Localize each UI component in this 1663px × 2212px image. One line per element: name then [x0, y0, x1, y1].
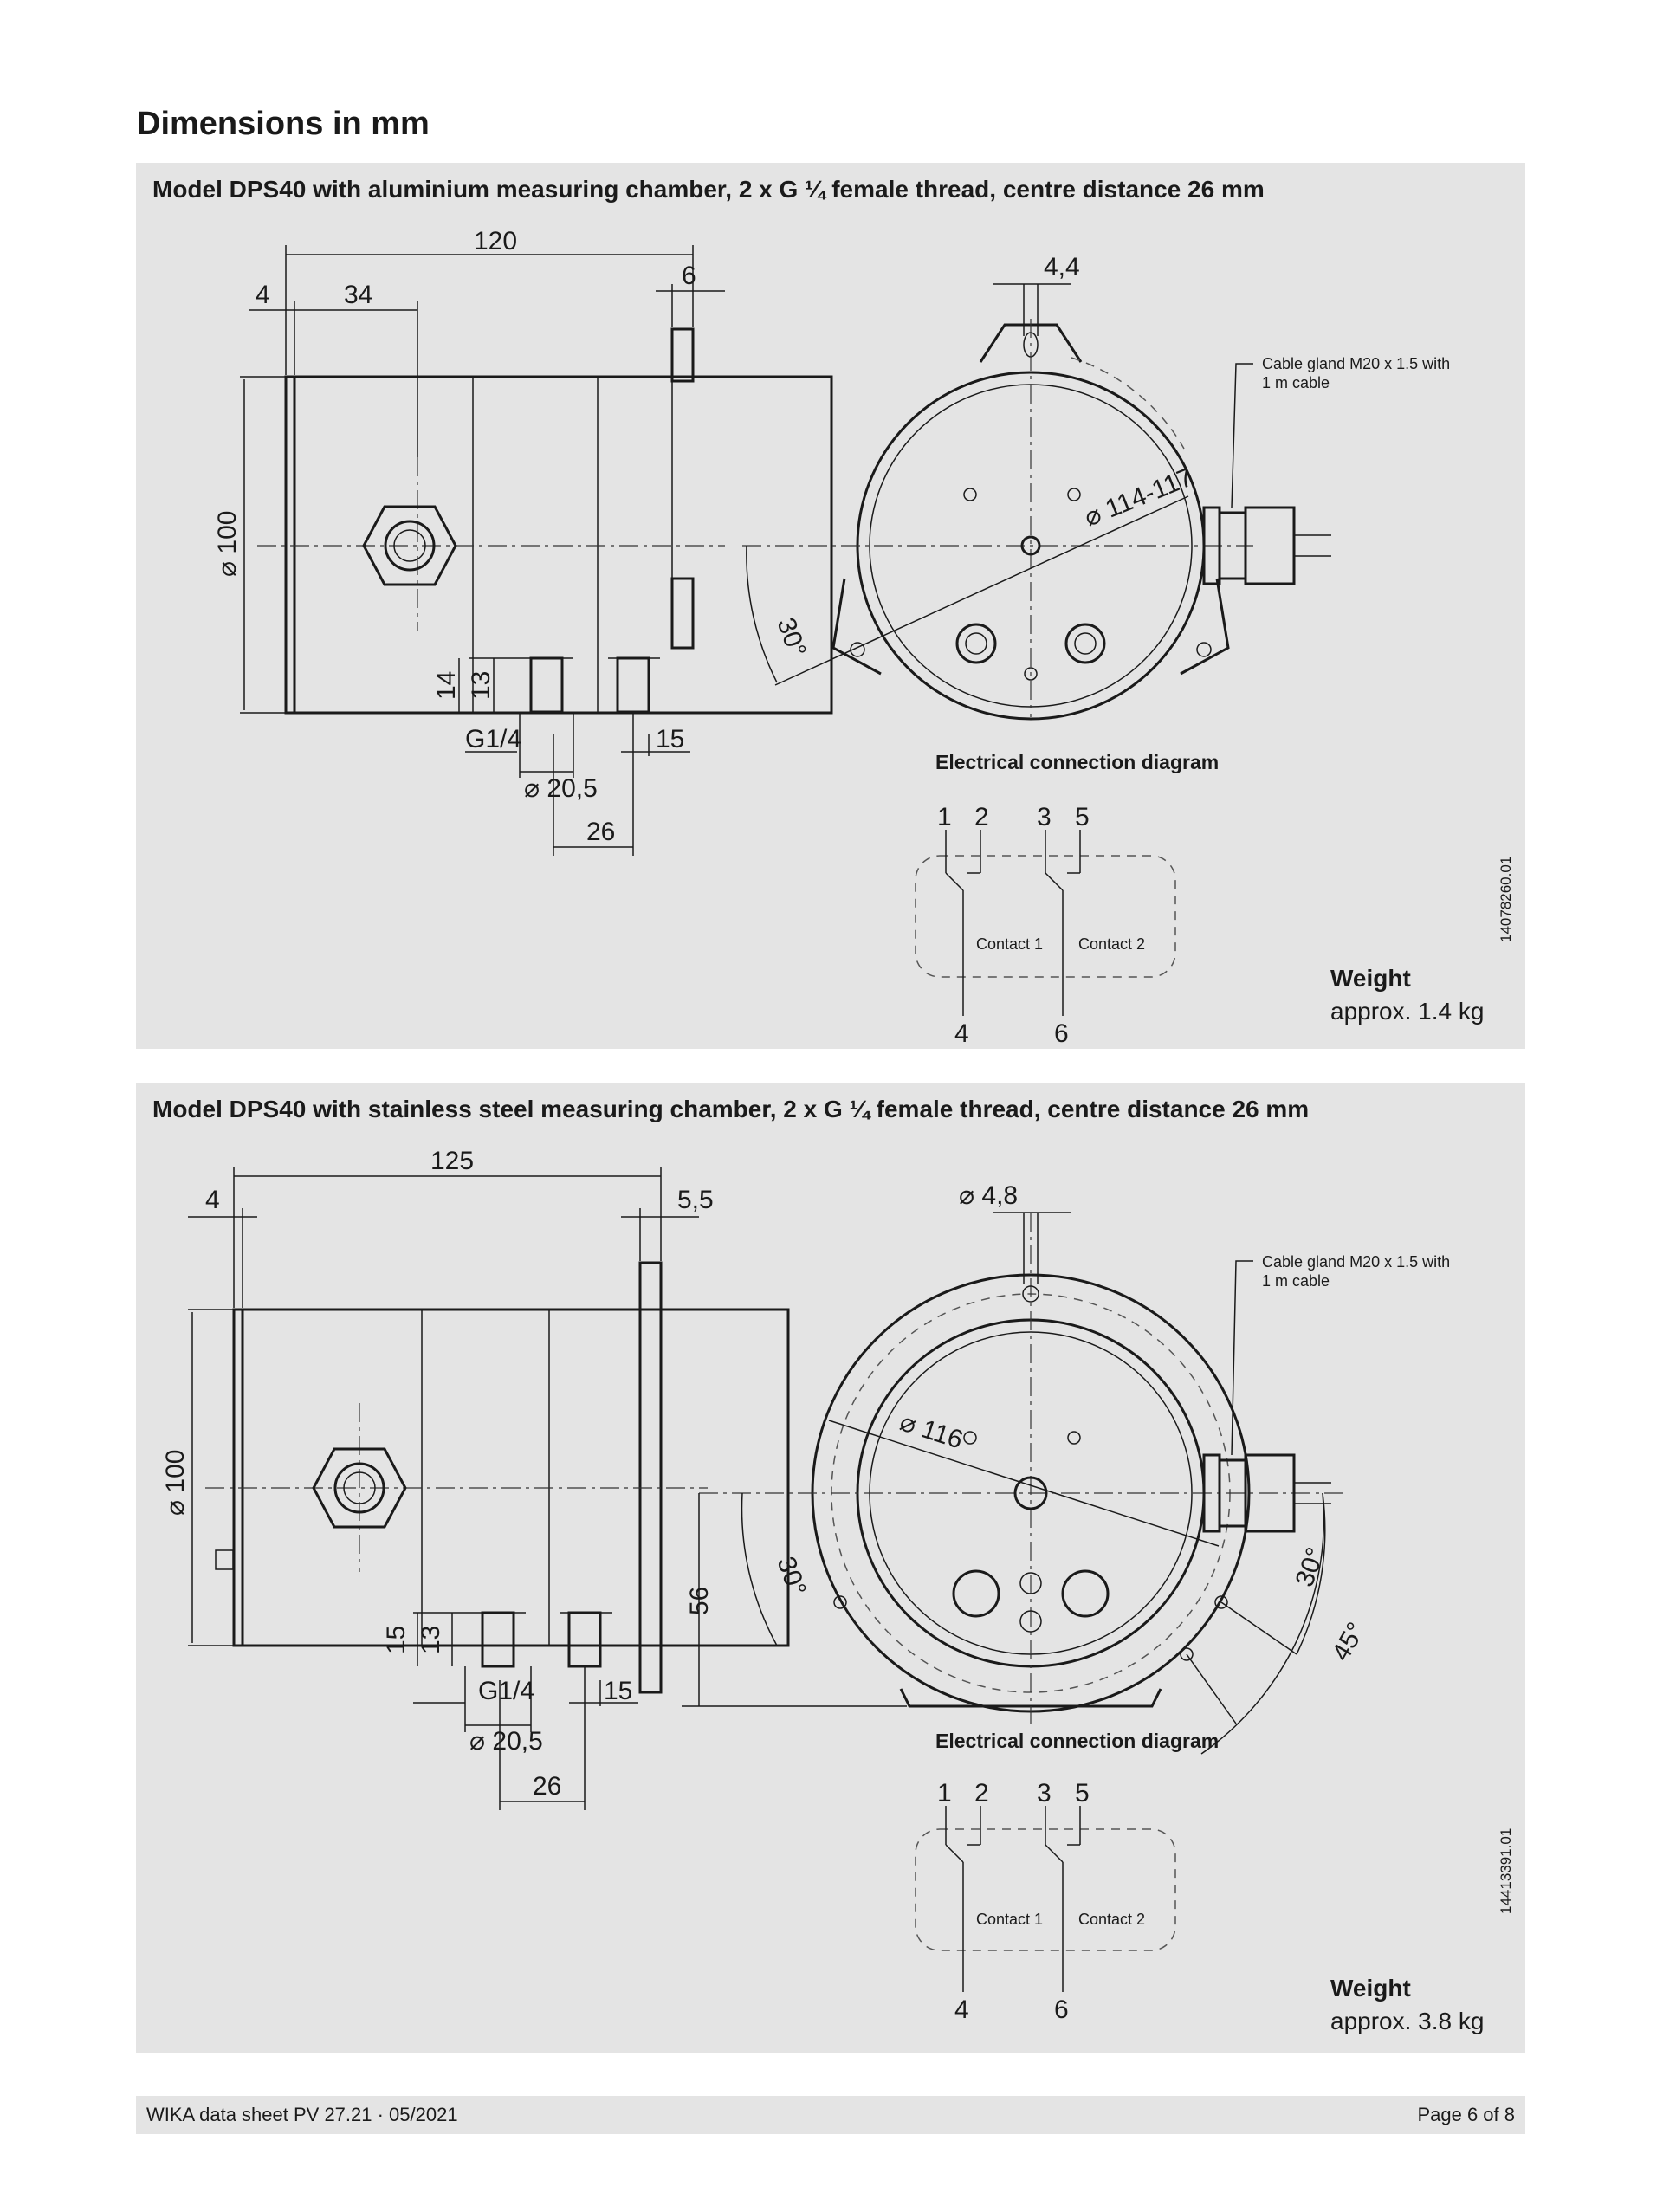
panel-title-aluminium: Model DPS40 with aluminium measuring cha…	[152, 176, 1265, 203]
terminal-2: 2	[974, 1779, 989, 1808]
cable-gland-label-2: 1 m cable	[1262, 374, 1330, 391]
technical-drawing-aluminium: 120 6 4 34 ⌀ 100 14 13 G1/4 15 ⌀ 20,5 26	[213, 227, 1514, 1048]
flange	[638, 1261, 663, 1694]
front-view-aluminium: 4,4 ⌀ 114-117 30° Cable gland M20 x 1.5 …	[742, 253, 1450, 721]
cable-gland-label-2: 1 m cable	[1262, 1272, 1330, 1290]
dim-g14: G1/4	[465, 725, 521, 754]
dim-26: 26	[586, 818, 615, 846]
weight-label: Weight	[1330, 1975, 1411, 2002]
terminal-5: 5	[1075, 803, 1090, 831]
dim-56: 56	[685, 1587, 714, 1615]
weight-label: Weight	[1330, 965, 1411, 992]
dim-13: 13	[467, 671, 495, 700]
technical-drawing-stainless: 125 4 5,5 ⌀ 100 15 13 G1/4 15 ⌀ 20,5 26	[161, 1147, 1514, 2024]
dim-120: 120	[474, 227, 517, 255]
drawing-panel-aluminium: Model DPS40 with aluminium measuring cha…	[136, 163, 1525, 1049]
contact-1-label: Contact 1	[976, 935, 1043, 953]
cable-gland-label-1: Cable gland M20 x 1.5 with	[1262, 355, 1450, 372]
dim-15-vertical: 15	[382, 1626, 411, 1654]
footer: WIKA data sheet PV 27.21 · 05/2021 Page …	[136, 2096, 1525, 2134]
weight-value: approx. 1.4 kg	[1330, 998, 1485, 1025]
terminal-3: 3	[1037, 1779, 1052, 1808]
side-view-stainless: 125 4 5,5 ⌀ 100 15 13 G1/4 15 ⌀ 20,5 26	[161, 1147, 790, 1810]
dim-dia-114-117: ⌀ 114-117	[1080, 462, 1197, 532]
terminal-6: 6	[1054, 1019, 1069, 1048]
footer-datasheet: WIKA data sheet PV 27.21 · 05/2021	[146, 2104, 458, 2125]
terminal-5: 5	[1075, 1779, 1090, 1808]
terminal-4: 4	[954, 1019, 969, 1048]
dim-26: 26	[533, 1772, 561, 1801]
dim-15: 15	[656, 725, 684, 754]
dim-angle-45: 45°	[1326, 1618, 1370, 1666]
dim-dia-116: ⌀ 116	[896, 1407, 967, 1454]
drawing-number: 14078260.01	[1498, 857, 1514, 942]
panel-title-stainless: Model DPS40 with stainless steel measuri…	[152, 1096, 1310, 1122]
dim-6: 6	[682, 262, 696, 290]
dim-34: 34	[344, 281, 372, 309]
front-view-stainless: 56 ⌀ 4,8 ⌀ 116 30° 30° 45° Cable gland M…	[682, 1181, 1450, 1755]
contact-2-label: Contact 2	[1078, 935, 1145, 953]
terminal-1: 1	[937, 803, 952, 831]
terminal-4: 4	[954, 1995, 969, 2024]
diagram-title: Electrical connection diagram	[935, 1730, 1219, 1752]
housing-body	[232, 1308, 790, 1647]
page-title: Dimensions in mm	[137, 106, 430, 142]
terminal-2: 2	[974, 803, 989, 831]
dim-angle-30: 30°	[771, 614, 812, 661]
drawing-panel-stainless: Model DPS40 with stainless steel measuri…	[136, 1083, 1525, 2053]
drawing-number: 14413391.01	[1498, 1828, 1514, 1914]
connection-diagram-aluminium: Electrical connection diagram 1 2 3 5 4 …	[915, 751, 1219, 1048]
dim-15: 15	[604, 1677, 632, 1705]
dim-dia-20-5: ⌀ 20,5	[469, 1727, 543, 1756]
dim-13: 13	[417, 1626, 445, 1654]
hex-fitting	[312, 1447, 407, 1529]
connection-diagram-stainless: Electrical connection diagram 1 2 3 5 4 …	[915, 1730, 1219, 2024]
terminal-6: 6	[1054, 1995, 1069, 2024]
weight-value: approx. 3.8 kg	[1330, 2008, 1485, 2034]
contact-2-label: Contact 2	[1078, 1911, 1145, 1928]
dim-4: 4	[256, 281, 270, 309]
terminal-3: 3	[1037, 803, 1052, 831]
dim-14: 14	[432, 671, 461, 700]
dim-4: 4	[205, 1186, 220, 1214]
cable-gland-label-1: Cable gland M20 x 1.5 with	[1262, 1253, 1450, 1271]
dim-dia-4-8: ⌀ 4,8	[959, 1181, 1018, 1210]
housing-body	[284, 375, 833, 715]
dim-angle-30-left: 30°	[771, 1553, 812, 1600]
dim-4-4: 4,4	[1044, 253, 1080, 281]
diagram-title: Electrical connection diagram	[935, 751, 1219, 773]
dim-dia-100: ⌀ 100	[213, 511, 242, 577]
contact-1-label: Contact 1	[976, 1911, 1043, 1928]
dim-dia-20-5: ⌀ 20,5	[524, 774, 598, 803]
dim-125: 125	[430, 1147, 474, 1175]
dim-dia-100: ⌀ 100	[161, 1450, 190, 1516]
dim-5-5: 5,5	[677, 1186, 714, 1214]
hex-fitting	[362, 505, 457, 586]
dim-g14: G1/4	[478, 1677, 534, 1705]
side-view-aluminium: 120 6 4 34 ⌀ 100 14 13 G1/4 15 ⌀ 20,5 26	[213, 227, 833, 856]
footer-page-number: Page 6 of 8	[1417, 2104, 1515, 2125]
terminal-1: 1	[937, 1779, 952, 1808]
